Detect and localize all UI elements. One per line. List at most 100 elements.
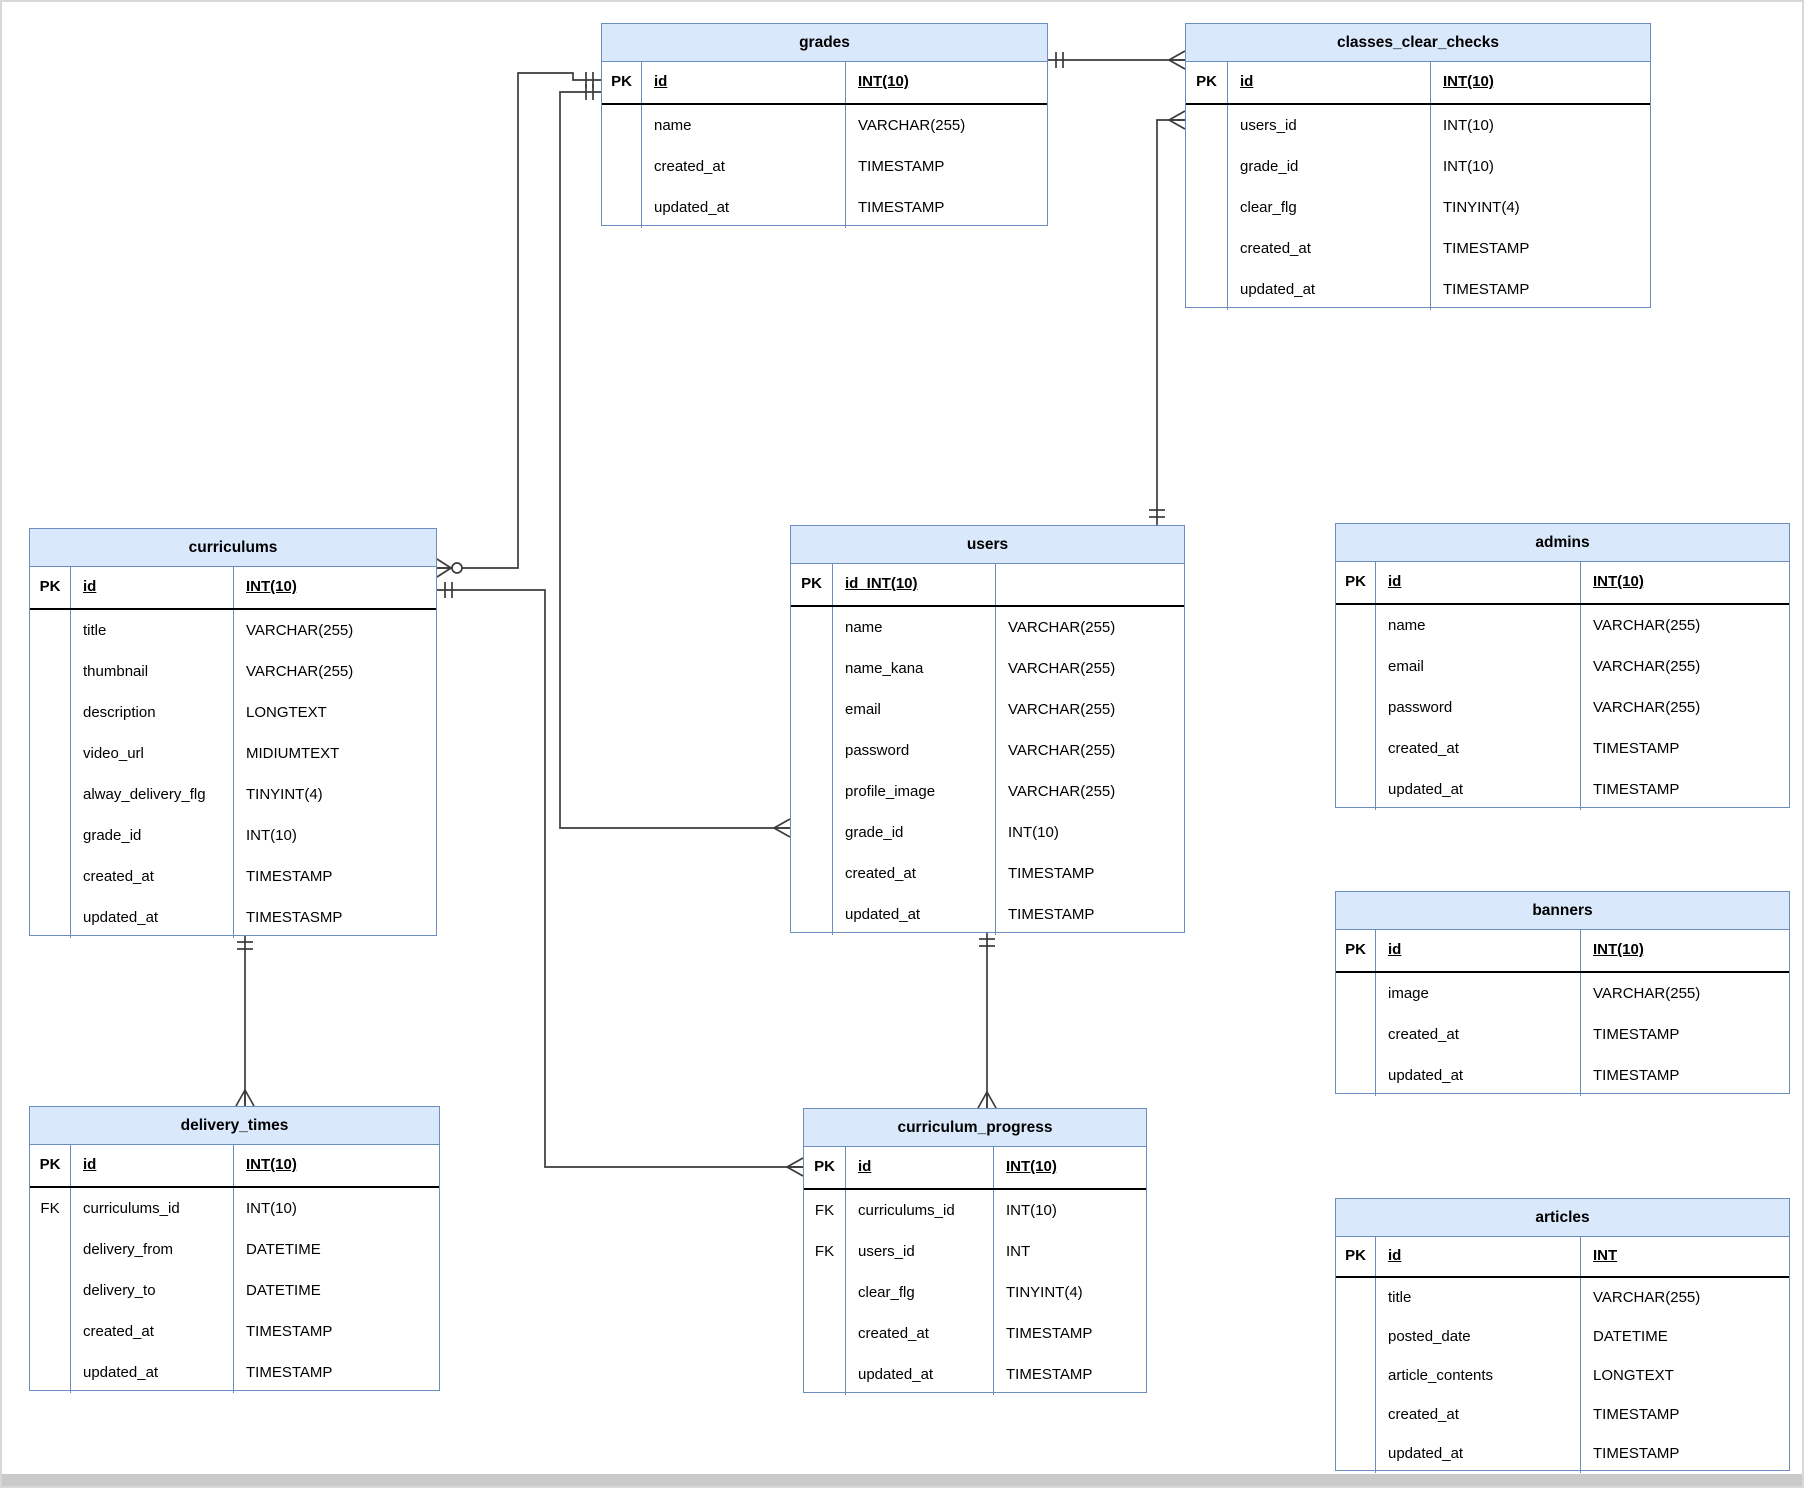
table-title-users: users	[791, 526, 1184, 564]
column-type: TIMESTAMP	[246, 1323, 333, 1340]
column-name: posted_date	[1376, 1317, 1581, 1356]
column-type: TIMESTAMP	[1008, 865, 1095, 882]
column-type: TIMESTAMP	[1593, 781, 1680, 798]
column-key-flag: PK	[1186, 62, 1228, 103]
column-type: TIMESTAMP	[1593, 1445, 1680, 1462]
column-type: TINYINT(4)	[246, 786, 323, 803]
column-key-flag: FK	[804, 1231, 846, 1272]
column-key-flag	[791, 853, 833, 894]
column-name: title	[71, 610, 234, 651]
column-name: article_contents	[1376, 1356, 1581, 1395]
column-key-flag	[602, 146, 642, 187]
column-type: TINYINT(4)	[1006, 1284, 1083, 1301]
column-name: created_at	[1376, 1014, 1581, 1055]
column-type: INT	[1006, 1243, 1031, 1260]
column-name: name_kana	[833, 648, 996, 689]
column-key-flag	[1186, 187, 1228, 228]
column-key-flag	[791, 730, 833, 771]
column-key-flag: PK	[1336, 930, 1376, 971]
table-row-curriculums-5: alway_delivery_flg TINYINT(4)	[30, 774, 436, 815]
table-row-articles-2: posted_date DATETIME	[1336, 1317, 1789, 1356]
edge-curriculums-delivery_times[interactable]	[235, 934, 255, 1107]
column-name: users_id	[846, 1231, 994, 1272]
column-name: grade_id	[833, 812, 996, 853]
column-key-flag	[1336, 1317, 1376, 1356]
column-name: created_at	[1228, 228, 1431, 269]
column-name: updated_at	[1376, 769, 1581, 810]
column-key-flag	[30, 1270, 71, 1311]
column-key-flag	[791, 607, 833, 648]
column-key-flag	[30, 733, 71, 774]
column-name: created_at	[642, 146, 846, 187]
horizontal-scrollbar-track	[0, 1474, 1804, 1488]
edge-users-curriculum_progress[interactable]	[977, 931, 997, 1109]
column-name: description	[71, 692, 234, 733]
column-key-flag	[30, 897, 71, 938]
column-key-flag	[30, 1229, 71, 1270]
column-name: email	[1376, 646, 1581, 687]
column-type: DATETIME	[1593, 1328, 1668, 1345]
column-type: TIMESTAMP	[246, 1364, 333, 1381]
column-type: VARCHAR(255)	[1593, 985, 1701, 1002]
column-type: INT(10)	[246, 1156, 297, 1173]
column-key-flag	[602, 105, 642, 146]
column-name: updated_at	[71, 1352, 234, 1393]
table-title-classes_clear_checks: classes_clear_checks	[1186, 24, 1650, 62]
edge-grades-curriculums[interactable]	[436, 72, 601, 578]
edge-curriculums-curriculum_progress[interactable]	[437, 582, 804, 1177]
column-type: TIMESTAMP	[858, 199, 945, 216]
table-title-admins: admins	[1336, 524, 1789, 562]
edge-grades-classes_clear_checks[interactable]	[1048, 50, 1186, 70]
column-name: name	[1376, 605, 1581, 646]
column-key-flag	[30, 1311, 71, 1352]
column-type: VARCHAR(255)	[1593, 658, 1701, 675]
column-name: grade_id	[1228, 146, 1431, 187]
column-key-flag	[30, 1352, 71, 1393]
column-key-flag	[804, 1272, 846, 1313]
column-name: profile_image	[833, 771, 996, 812]
edge-classes_clear_checks-users[interactable]	[1149, 110, 1186, 525]
column-key-flag	[1186, 228, 1228, 269]
column-name: updated_at	[846, 1354, 994, 1395]
table-row-admins-5: updated_at TIMESTAMP	[1336, 769, 1789, 810]
column-type: DATETIME	[246, 1282, 321, 1299]
column-type: VARCHAR(255)	[1008, 783, 1116, 800]
table-row-users-5: profile_image VARCHAR(255)	[791, 771, 1184, 812]
column-type: INT(10)	[246, 1200, 297, 1217]
column-name: alway_delivery_flg	[71, 774, 234, 815]
column-name: id	[1376, 1237, 1581, 1276]
